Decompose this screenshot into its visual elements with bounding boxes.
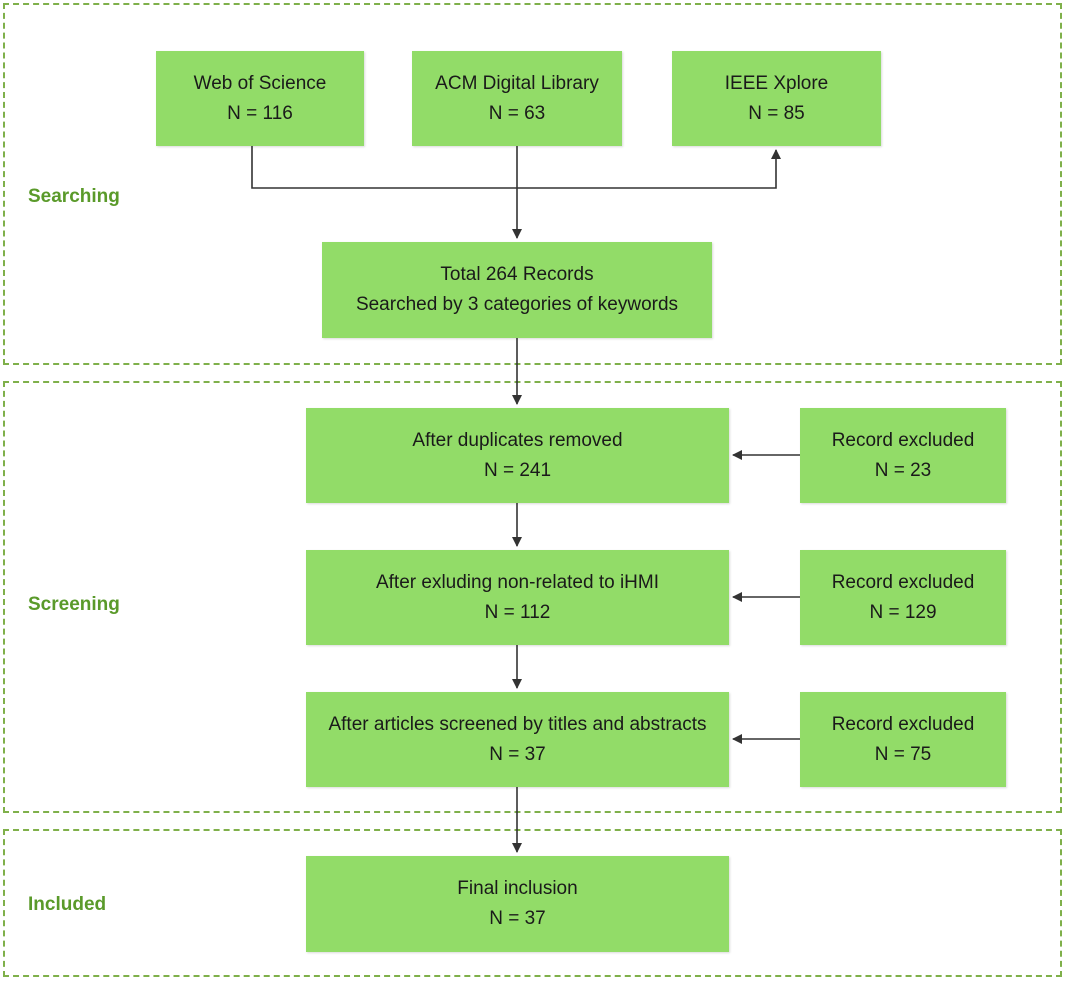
source-name: Web of Science: [193, 72, 327, 94]
step-count: N = 241: [483, 459, 552, 481]
exclusion-count: N = 23: [874, 459, 932, 481]
source-count: N = 116: [227, 102, 293, 124]
source-count: N = 63: [488, 102, 546, 124]
total-line1: Total 264 Records: [440, 264, 594, 285]
exclusion-box-1: Record excluded N = 23: [800, 408, 1006, 503]
searching-label: Searching: [28, 186, 120, 207]
total-line2: Searched by 3 categories of keywords: [355, 294, 679, 315]
step-count: N = 112: [484, 601, 551, 623]
screening-section: [3, 381, 1062, 813]
exclusion-count: N = 129: [869, 601, 937, 623]
exclusion-label: Record excluded: [831, 571, 975, 593]
exclusion-box-2: Record excluded N = 129: [800, 550, 1006, 645]
screening-step-titles-abstracts: After articles screened by titles and ab…: [306, 692, 729, 787]
included-section: [3, 829, 1062, 977]
source-ieee-xplore: IEEE Xplore N = 85: [672, 51, 881, 146]
exclusion-count: N = 75: [874, 743, 932, 765]
total-records-box: Total 264 Records Searched by 3 categori…: [322, 242, 712, 338]
step-label: After articles screened by titles and ab…: [328, 713, 707, 735]
exclusion-label: Record excluded: [831, 429, 975, 451]
screening-step-duplicates: After duplicates removed N = 241: [306, 408, 729, 503]
final-count: N = 37: [489, 908, 546, 929]
exclusion-box-3: Record excluded N = 75: [800, 692, 1006, 787]
source-name: ACM Digital Library: [435, 72, 599, 94]
source-name: IEEE Xplore: [724, 72, 829, 94]
included-label: Included: [28, 894, 107, 915]
step-label: After duplicates removed: [412, 429, 623, 451]
source-acm-digital-library: ACM Digital Library N = 63: [412, 51, 622, 146]
step-count: N = 37: [489, 743, 546, 765]
final-inclusion-box: Final inclusion N = 37: [306, 856, 729, 952]
screening-step-non-related: After exluding non-related to iHMI N = 1…: [306, 550, 729, 645]
screening-label: Screening: [28, 594, 120, 615]
final-label: Final inclusion: [457, 878, 578, 899]
searching-section: [3, 3, 1062, 365]
exclusion-label: Record excluded: [831, 713, 975, 735]
source-count: N = 85: [748, 102, 805, 124]
step-label: After exluding non-related to iHMI: [375, 571, 660, 593]
source-web-of-science: Web of Science N = 116: [156, 51, 364, 146]
